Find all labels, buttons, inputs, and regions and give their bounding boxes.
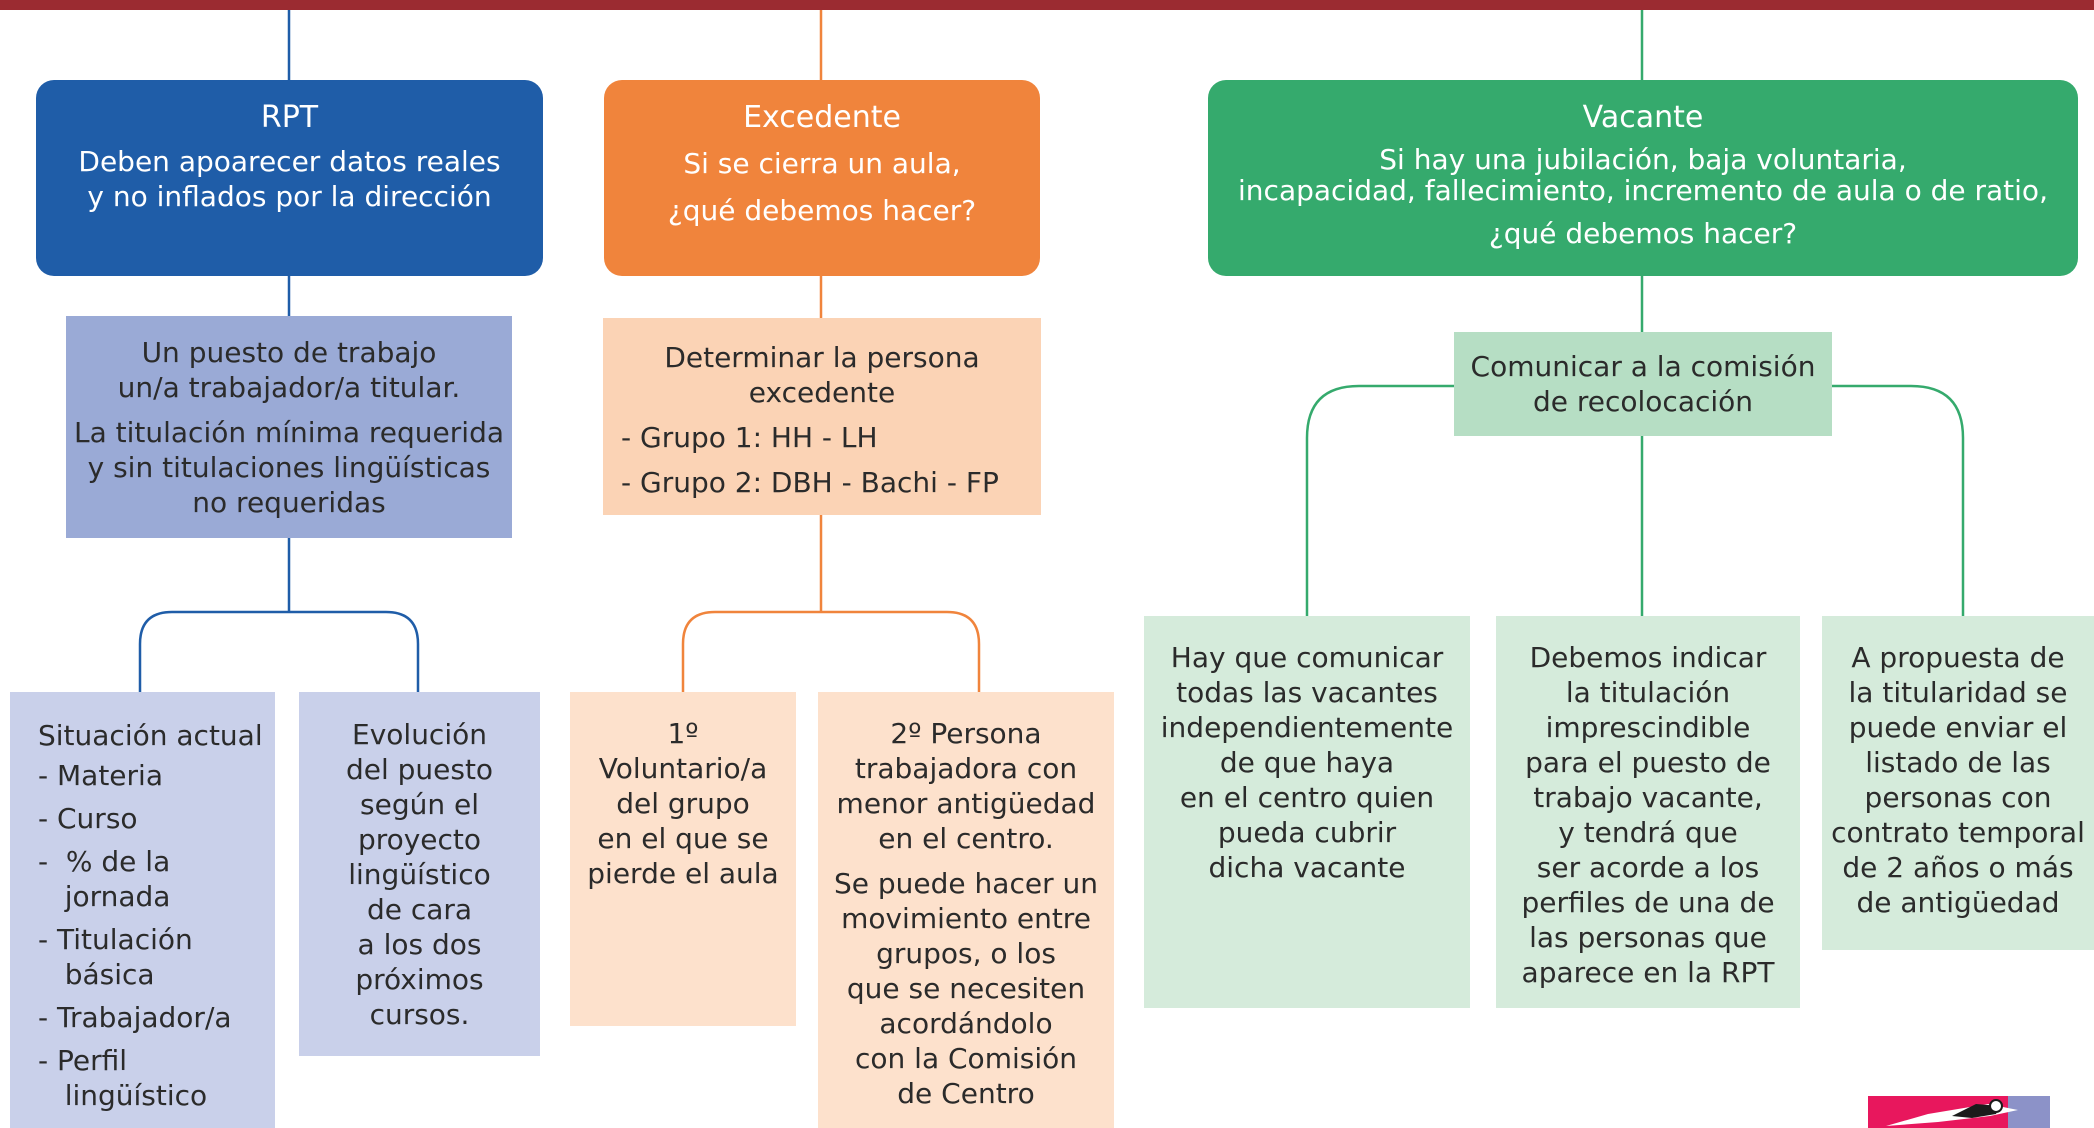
evolucion-line: proyecto	[357, 822, 482, 856]
excedente-subtitle-line-2: ¿qué debemos hacer?	[667, 194, 977, 227]
excedente-option-2-box: 2º Persona trabajadora con menor antigüe…	[818, 692, 1114, 1128]
vacante-right-line: personas con	[1864, 781, 2052, 814]
pen-icon	[1886, 1099, 2018, 1126]
vacante-left-line: dicha vacante	[1208, 851, 1406, 884]
vacante-right-line: A propuesta de	[1851, 641, 2065, 674]
vacante-title: Vacante	[1582, 100, 1704, 135]
excedente-detail-line-1: Determinar la persona	[664, 341, 980, 374]
evolucion-line: del puesto	[345, 752, 494, 786]
excedente-subtitle-line-1: Si se cierra un aula,	[683, 147, 961, 180]
option-2-line: acordándolo	[879, 1007, 1053, 1040]
vacante-middle-line: perfiles de una de	[1521, 886, 1775, 919]
rpt-detail-line-2: un/a trabajador/a titular.	[117, 370, 461, 404]
option-2-line: que se necesiten	[846, 972, 1086, 1005]
rpt-evolucion-box: Evolución del puesto según el proyecto l…	[299, 692, 540, 1056]
option-1-line: pierde el aula	[587, 857, 779, 890]
vacante-left-line: de que haya	[1219, 746, 1395, 779]
vacante-right-line: la titularidad se	[1848, 676, 2068, 709]
vacante-subtitle-line-1: Si hay una jubilación, baja voluntaria,	[1379, 143, 1907, 176]
comunicar-line-1: Comunicar a la comisión	[1470, 350, 1816, 383]
option-2-line: grupos, o los	[876, 937, 1056, 970]
vacante-header: Vacante Si hay una jubilación, baja volu…	[1208, 80, 2078, 276]
vacante-middle-line: aparece en la RPT	[1521, 956, 1775, 989]
vacante-right-line: puede enviar el	[1848, 711, 2068, 744]
situacion-item: - % de la	[38, 845, 171, 878]
vacante-middle-line: trabajo vacante,	[1533, 781, 1763, 814]
option-2-line: 2º Persona	[890, 717, 1042, 750]
vacante-middle-line: ser acorde a los	[1536, 851, 1760, 884]
logo-blue-block	[2008, 1096, 2050, 1128]
excedente-header: Excedente Si se cierra un aula, ¿qué deb…	[604, 80, 1040, 276]
evolucion-line: según el	[360, 787, 479, 821]
evolucion-line: Evolución	[352, 717, 487, 751]
situacion-item: - Trabajador/a	[38, 1001, 232, 1034]
evolucion-line: próximos	[355, 962, 484, 996]
option-2-line: trabajadora con	[854, 752, 1078, 785]
vacante-right-line: de 2 años o más	[1842, 851, 2074, 884]
rpt-detail-line-1: Un puesto de trabajo	[141, 335, 437, 369]
rpt-subtitle-line-1: Deben apoarecer datos reales	[78, 145, 501, 178]
vacante-right-line: listado de las	[1865, 746, 2051, 779]
situacion-item: - Materia	[38, 759, 163, 792]
option-2-line: con la Comisión	[855, 1042, 1077, 1075]
option-1-line: Voluntario/a	[598, 752, 768, 785]
top-bar	[0, 0, 2094, 10]
situacion-title: Situación actual	[38, 719, 263, 752]
vacante-left-line: pueda cubrir	[1217, 816, 1397, 849]
excedente-group-1: - Grupo 1: HH - LH	[621, 421, 878, 454]
option-1-line: del grupo	[616, 787, 750, 820]
option-2-line: en el centro.	[878, 822, 1054, 855]
comunicar-line-2: de recolocación	[1532, 385, 1754, 418]
evolucion-line: de cara	[366, 892, 473, 926]
option-2-line: Se puede hacer un	[834, 867, 1098, 900]
vacante-middle-line: las personas que	[1529, 921, 1767, 954]
vacante-middle-line: imprescindible	[1545, 711, 1751, 744]
vacante-left-line: todas las vacantes	[1176, 676, 1438, 709]
situacion-item: lingüístico	[38, 1079, 208, 1112]
option-2-line: movimiento entre	[841, 902, 1091, 935]
situacion-item: - Perfil	[38, 1044, 128, 1077]
vacante-subtitle-line-2: incapacidad, fallecimiento, incremento d…	[1238, 174, 2048, 207]
evolucion-line: cursos.	[369, 997, 470, 1031]
rpt-title: RPT	[260, 100, 319, 135]
logo	[1868, 1096, 2050, 1128]
vacante-subtitle-line-3: ¿qué debemos hacer?	[1488, 217, 1798, 250]
vacante-left-line: en el centro quien	[1179, 781, 1435, 814]
vacante-left-box: Hay que comunicar todas las vacantes ind…	[1144, 616, 1470, 1008]
vacante-middle-line: la titulación	[1565, 676, 1731, 709]
vacante-right-line: de antigüedad	[1856, 886, 2060, 919]
option-2-line: de Centro	[897, 1077, 1035, 1110]
rpt-situacion-box: Situación actual - Materia - Curso - % d…	[10, 692, 275, 1128]
option-1-line: en el que se	[597, 822, 769, 855]
evolucion-line: a los dos	[357, 927, 482, 961]
vacante-left-line: Hay que comunicar	[1170, 641, 1444, 674]
vacante-middle-line: para el puesto de	[1525, 746, 1771, 779]
rpt-detail-line-3: La titulación mínima requerida	[73, 415, 505, 449]
rpt-subtitle-line-2: y no inflados por la dirección	[87, 180, 492, 213]
excedente-option-1-box: 1º Voluntario/a del grupo en el que se p…	[570, 692, 796, 1026]
vacante-comunicar-box: Comunicar a la comisión de recolocación	[1454, 332, 1832, 436]
excedente-detail-box: Determinar la persona excedente - Grupo …	[603, 318, 1041, 515]
situacion-item: - Titulación	[38, 923, 193, 956]
situacion-item: básica	[38, 958, 155, 991]
rpt-detail-line-4: y sin titulaciones lingüísticas	[87, 450, 491, 484]
vacante-middle-box: Debemos indicar la titulación imprescind…	[1496, 616, 1800, 1008]
excedente-detail-line-2: excedente	[748, 376, 896, 409]
vacante-middle-line: y tendrá que	[1558, 816, 1738, 849]
excedente-group-2: - Grupo 2: DBH - Bachi - FP	[621, 466, 999, 499]
option-2-line: menor antigüedad	[836, 787, 1096, 820]
evolucion-line: lingüístico	[348, 857, 491, 891]
vacante-right-line: contrato temporal	[1831, 816, 2085, 849]
excedente-title: Excedente	[743, 100, 901, 135]
option-1-line: 1º	[667, 717, 699, 750]
rpt-header: RPT Deben apoarecer datos reales y no in…	[36, 80, 543, 276]
rpt-detail-line-5: no requeridas	[192, 485, 386, 519]
vacante-left-line: independientemente	[1160, 711, 1454, 744]
situacion-item: jornada	[38, 880, 171, 913]
rpt-detail-box: Un puesto de trabajo un/a trabajador/a t…	[66, 316, 512, 538]
vacante-right-box: A propuesta de la titularidad se puede e…	[1822, 616, 2094, 950]
vacante-middle-line: Debemos indicar	[1529, 641, 1767, 674]
situacion-item: - Curso	[38, 802, 138, 835]
